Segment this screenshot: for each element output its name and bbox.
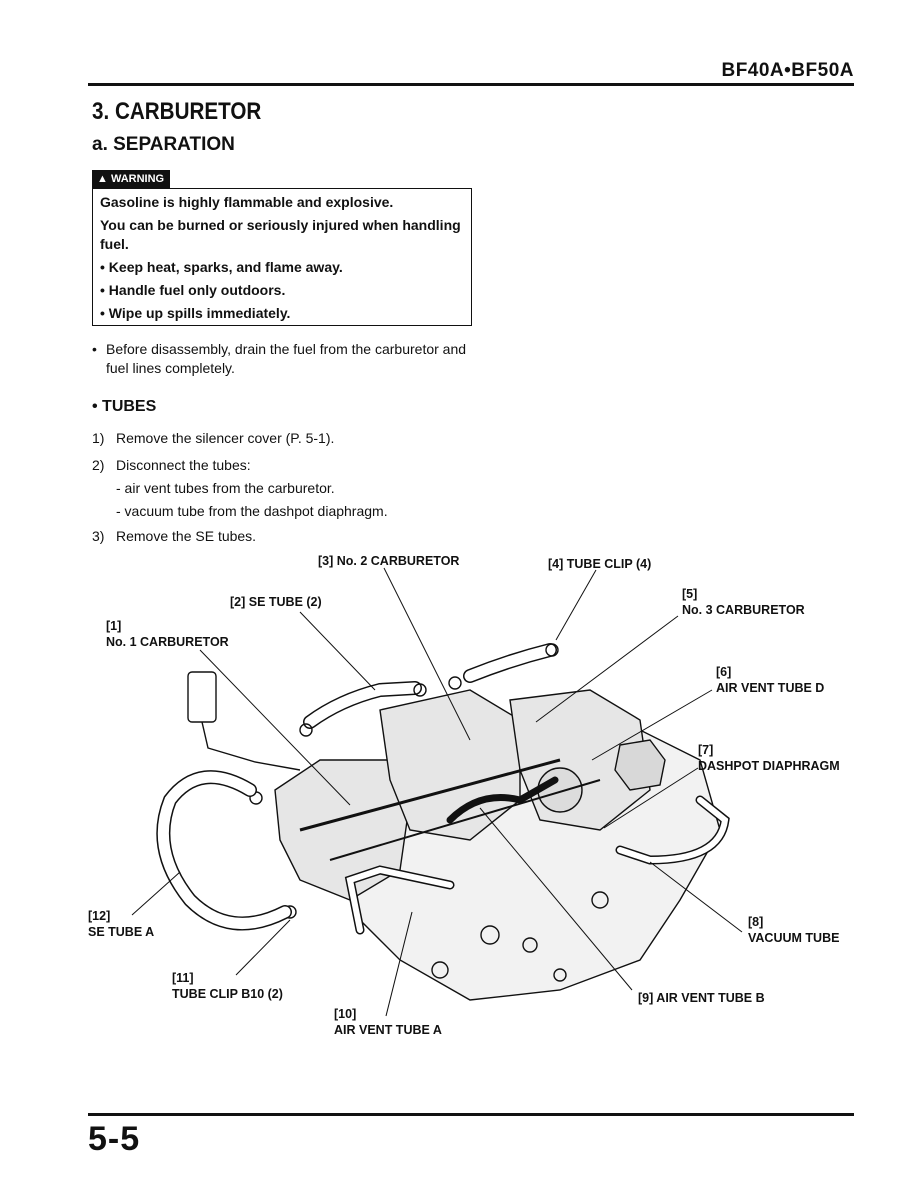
leader-line: [385, 911, 413, 1017]
tube-clip: [413, 683, 427, 697]
dashpot-unit: [614, 739, 666, 791]
se-tube-a-inner: [157, 771, 291, 929]
step-number: 2): [92, 457, 105, 473]
se-tube-a: [156, 770, 292, 931]
air-vent-tube-a-inner: [346, 866, 453, 933]
callout-8-label: VACUUM TUBE: [748, 931, 840, 945]
leader-line: [591, 689, 713, 761]
tube-clip: [545, 643, 559, 657]
pre-disassembly-note: • Before disassembly, drain the fuel fro…: [92, 340, 476, 378]
callout-7-label: DASHPOT DIAPHRAGM: [698, 759, 840, 773]
callout-5-label: No. 3 CARBURETOR: [682, 603, 805, 617]
callout-8-number: [8]: [748, 915, 764, 929]
callout-9-label: [9] AIR VENT TUBE B: [638, 991, 765, 1005]
tubes-heading: • TUBES: [92, 398, 157, 415]
callout-4-label: [4] TUBE CLIP (4): [548, 557, 652, 571]
callout-6-number: [6]: [716, 665, 732, 679]
warning-bullet: • Keep heat, sparks, and flame away.: [100, 259, 343, 275]
step-2: 2) Disconnect the tubes:: [92, 457, 251, 473]
callout-11-label: TUBE CLIP B10 (2): [172, 987, 283, 1001]
leader-line: [535, 615, 679, 723]
throttle-linkage: [329, 779, 601, 861]
callout-3-label: [3] No. 2 CARBURETOR: [318, 554, 460, 568]
leader-line: [479, 807, 633, 991]
tube-clip: [448, 676, 462, 690]
warning-triangle-icon: ▲: [97, 173, 108, 185]
callout-5-number: [5]: [682, 587, 698, 601]
callout-12-number: [12]: [88, 909, 111, 923]
warning-bullet: • Handle fuel only outdoors.: [100, 282, 286, 298]
callout-2-label: [2] SE TUBE (2): [230, 595, 322, 609]
section-title: 3. CARBURETOR: [92, 98, 262, 125]
note-text: Before disassembly, drain the fuel from …: [106, 341, 467, 376]
leader-line: [383, 567, 471, 741]
leader-line: [199, 649, 351, 806]
step-1: 1) Remove the silencer cover (P. 5-1).: [92, 430, 334, 446]
warning-line-1: Gasoline is highly flammable and explosi…: [100, 194, 394, 210]
step-number: 1): [92, 430, 105, 446]
callout-12-label: SE TUBE A: [88, 925, 155, 939]
callout-11-number: [11]: [172, 971, 194, 985]
warning-tag-label: WARNING: [110, 173, 165, 185]
leader-line: [603, 767, 699, 829]
manifold-port: [480, 925, 500, 945]
tube-clip: [299, 723, 313, 737]
leader-line: [131, 871, 181, 916]
air-vent-tube-b: [446, 776, 559, 824]
callout-6-label: AIR VENT TUBE D: [716, 681, 825, 695]
step-2-subline: - air vent tubes from the carburetor.: [116, 480, 335, 496]
diaphragm-disc: [537, 767, 583, 813]
callout-10-number: [10]: [334, 1007, 357, 1021]
warning-box: Gasoline is highly flammable and explosi…: [92, 188, 472, 326]
warning-bullet: • Wipe up spills immediately.: [100, 305, 291, 321]
vacuum-tube-inner: [617, 797, 729, 864]
leader-line: [235, 919, 291, 976]
footer-rule: [88, 1113, 854, 1116]
model-header: BF40A•BF50A: [721, 60, 854, 81]
leader-line: [299, 611, 376, 691]
se-tube-right-inner: [464, 644, 556, 682]
step-text: Remove the SE tubes.: [116, 528, 257, 544]
callout-7-number: [7]: [698, 743, 714, 757]
electrical-connector: [187, 671, 217, 723]
manifold-port: [591, 891, 609, 909]
step-text: Disconnect the tubes:: [116, 457, 251, 473]
throttle-linkage: [299, 758, 561, 832]
step-3: 3) Remove the SE tubes.: [92, 528, 256, 544]
step-text: Remove the silencer cover (P. 5-1).: [116, 430, 335, 446]
callout-1-label: No. 1 CARBURETOR: [106, 635, 229, 649]
leader-line: [649, 861, 743, 933]
connector-wire: [201, 721, 301, 771]
step-2-subline: - vacuum tube from the dashpot diaphragm…: [116, 503, 388, 519]
manifold-port: [522, 937, 538, 953]
note-bullet: •: [92, 341, 97, 357]
header-rule: [88, 83, 854, 86]
page-number: 5-5: [88, 1120, 141, 1158]
leader-line: [555, 569, 597, 641]
section-subtitle: a. SEPARATION: [92, 134, 235, 155]
step-number: 3): [92, 528, 105, 544]
warning-line-2: You can be burned or seriously injured w…: [100, 217, 461, 252]
manifold-port: [553, 968, 567, 982]
callout-1-number: [1]: [106, 619, 122, 633]
se-tube-left-inner: [304, 682, 421, 728]
manifold-port: [431, 961, 449, 979]
warning-tag: ▲ WARNING: [92, 170, 171, 188]
callout-10-label: AIR VENT TUBE A: [334, 1023, 442, 1037]
